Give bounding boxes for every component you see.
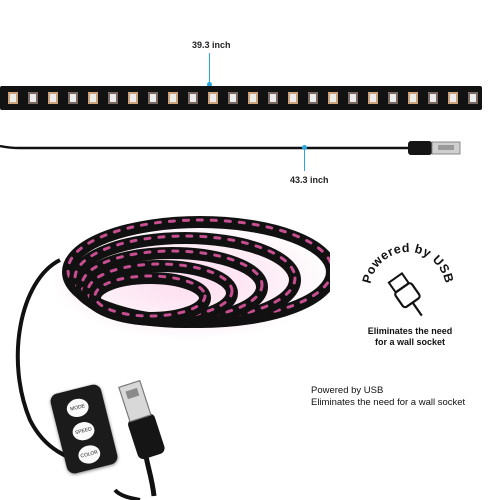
powered-by-usb-badge: Powered by USB <box>360 241 457 317</box>
cable-length-label: 43.3 inch <box>290 175 329 185</box>
led-strip-straight <box>0 86 482 110</box>
usb-plug-body <box>408 141 432 155</box>
strip-length-label: 39.3 inch <box>192 40 231 50</box>
usb-plug-coil <box>118 379 165 497</box>
caption-title: Powered by USB <box>311 385 384 396</box>
strip-length-marker <box>209 53 210 85</box>
usb-plug-icon <box>387 271 423 317</box>
usb-cable-straight <box>0 141 461 155</box>
badge-line-2: for a wall socket <box>374 337 446 347</box>
controller-button-speed: SPEED <box>70 419 97 443</box>
controller-button-color: COLOR <box>76 443 103 466</box>
cable-length-marker <box>304 149 305 171</box>
badge-line-1: Eliminates the need <box>367 326 453 336</box>
strip-length-dot <box>207 82 212 87</box>
coiled-led-strip <box>15 216 330 500</box>
controller-button-mode: MODE <box>64 396 91 420</box>
svg-text:Powered by USB: Powered by USB <box>360 241 457 285</box>
cable-length-dot <box>302 145 307 150</box>
caption-subtitle: Eliminates the need for a wall socket <box>311 397 466 408</box>
